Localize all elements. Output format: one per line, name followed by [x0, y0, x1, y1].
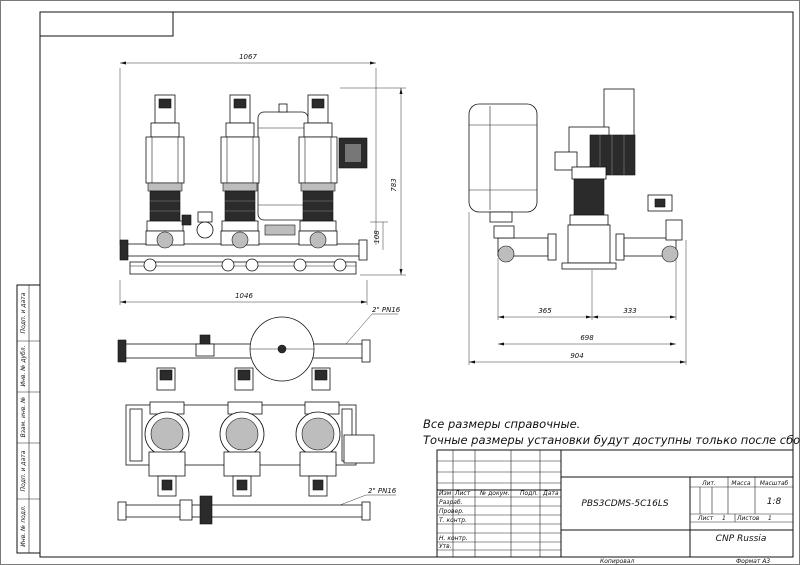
side-stamp-cell: Инв. № подл. [20, 505, 27, 546]
note-assembly-dimensions: Точные размеры установки будут доступны … [423, 433, 800, 447]
pump-2 [220, 94, 260, 249]
sheet-label: Лист [697, 515, 714, 522]
copied-label: Копировал [600, 558, 634, 565]
side-stamp-cell: Подп. и дата [20, 450, 27, 491]
note-reference-dimensions: Все размеры справочные. [423, 417, 580, 431]
pipe-size-label: 2" PN16 [372, 306, 401, 314]
company-name: CNP Russia [716, 534, 767, 544]
dimension-label: 1046 [235, 292, 253, 300]
row-label: Н. контр. [439, 535, 468, 542]
side-stamp-cell: Взам. инв. № [20, 397, 27, 438]
col-header: Дата [542, 490, 559, 497]
drawing-designation: PBS3CDMS-5C16LS [581, 499, 668, 509]
pump-3-top [295, 367, 341, 497]
side-view: 365 333 698 904 [468, 88, 687, 365]
pump-1 [145, 94, 185, 249]
top-left-stamp-box [39, 11, 174, 37]
side-stamp-cell: Подп. и дата [20, 292, 27, 333]
row-label: Т. контр. [439, 517, 467, 524]
col-header: Подп. [520, 490, 538, 497]
sheet-value: 1 [722, 515, 726, 522]
row-label: Разраб. [439, 499, 463, 506]
mass-header: Масса [731, 480, 750, 487]
pump-3 [298, 94, 338, 249]
col-header: Лист [454, 490, 471, 497]
col-header: № докум. [479, 490, 510, 497]
sheets-value: 1 [768, 515, 772, 522]
format-label: Формат А3 [736, 558, 770, 565]
side-stamp: Подп. и дата Инв. № дубл. Взам. инв. № П… [16, 284, 41, 554]
scale-header: Масштаб [760, 480, 789, 487]
dimension-label: 698 [580, 334, 594, 342]
dimension-label: 783 [390, 178, 398, 191]
dimension-label: 333 [623, 307, 636, 315]
pipe-size-label: 2" PN16 [368, 487, 397, 495]
dimension-label: 365 [538, 307, 552, 315]
sheets-label: Листов [736, 515, 760, 522]
dimension-label: 904 [570, 352, 583, 360]
side-stamp-cell: Инв. № дубл. [20, 345, 27, 386]
scale-value: 1:8 [767, 497, 782, 507]
col-header: Изм [439, 490, 452, 497]
row-label: Утв. [439, 543, 452, 550]
dimension-label: 108 [373, 230, 381, 244]
lit-header: Лит. [701, 480, 716, 487]
row-label: Провер. [439, 508, 464, 515]
pump-2-top [219, 367, 265, 497]
title-block: Изм Лист № докум. Подп. Дата Разраб. Про… [436, 449, 794, 558]
top-view: 2" PN16 [117, 306, 401, 525]
pump-1-top [144, 367, 190, 497]
front-view: 1067 783 108 1046 [119, 53, 406, 305]
dimension-label: 1067 [239, 53, 257, 61]
